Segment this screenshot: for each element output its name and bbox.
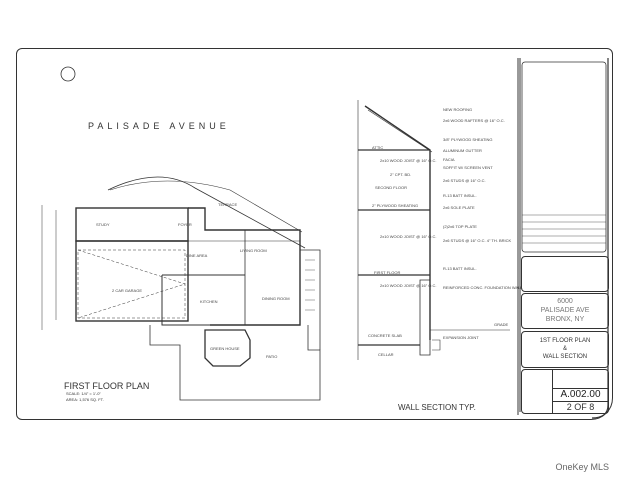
note-studs-1: 2x6 STUDS @ 16" O.C.: [443, 178, 486, 183]
room-label-foyer: FOYER: [178, 222, 192, 227]
note-joist-1: 2x10 WOOD JOIST @ 16" O.C.: [380, 158, 437, 163]
note-second-floor: SECOND FLOOR: [375, 185, 408, 190]
room-label-dine-area: DINE AREA: [186, 253, 208, 258]
room-label-terrace: TERRACE: [218, 202, 238, 207]
note-rafters: 2x6 WOOD RAFTERS @ 16" O.C.: [443, 118, 505, 123]
note-roofing: NEW ROOFING: [443, 107, 473, 112]
address-line-1: 6000: [557, 298, 573, 305]
note-soffit: SOFFIT W/ SCREEN VENT: [443, 165, 493, 170]
note-gutter: ALUMINUM GUTTER: [443, 148, 482, 153]
note-expansion: EXPANSION JOINT: [443, 335, 479, 340]
note-cellar: CELLAR: [378, 352, 394, 357]
sheet-title-line-1: 1ST FLOOR PLAN: [539, 338, 591, 344]
note-joist-3: 2x10 WOOD JOIST @ 16" O.C.: [380, 283, 437, 288]
floor-plan-title: FIRST FLOOR PLAN: [64, 381, 150, 391]
note-plywood: 2" PLYWOOD SHEATING: [372, 203, 419, 208]
note-top-plate: (2)2x6 TOP PLATE: [443, 224, 477, 229]
note-insul-2: R-13 BATT INSUL.: [443, 266, 477, 271]
note-insul-1: R-13 BATT INSUL.: [443, 193, 477, 198]
north-arrow-icon: [60, 66, 76, 82]
floor-plan-area: AREA: 1,576 SQ. FT.: [66, 397, 104, 402]
note-facia: FACIA: [443, 157, 455, 162]
floor-plan-drawing: [41, 176, 321, 401]
title-block-firm: [521, 256, 609, 292]
wall-section-title: WALL SECTION TYP.: [398, 403, 476, 412]
note-joist-2: 2x10 WOOD JOIST @ 16" O.C.: [380, 234, 437, 239]
note-foundation: REINFORCED CONC. FOUNDATION WALL: [443, 285, 523, 290]
title-block-drawing-info: A.002.00 2 OF 8: [521, 369, 609, 414]
wall-section-drawing: [357, 100, 510, 360]
note-first-floor: FIRST FLOOR: [374, 270, 401, 275]
sheet-title-line-3: WALL SECTION: [542, 354, 588, 360]
street-name: PALISADE AVENUE: [88, 121, 230, 131]
title-block-address: 6000 PALISADE AVE BRONX, NY: [521, 293, 609, 329]
room-label-patio: PATIO: [266, 354, 278, 359]
note-attic: ATTIC: [372, 145, 384, 150]
room-label-kitchen: KITCHEN: [200, 299, 218, 304]
room-label-living-room: LIVING ROOM: [240, 248, 267, 253]
note-sole-plate: 2x6 SOLE PLATE: [443, 205, 475, 210]
drawing-number: A.002.00: [560, 389, 601, 400]
sheet-count: 2 OF 8: [566, 402, 595, 412]
note-grade: GRADE: [494, 322, 509, 327]
note-cpt-bd: 2" CPT. BD.: [390, 172, 412, 177]
note-studs-brick: 2x6 STUDS @ 16" O.C. 4" TH. BRICK: [443, 238, 512, 243]
sheet-title-line-2: &: [562, 346, 567, 352]
room-label-green-house: GREEN HOUSE: [210, 346, 240, 351]
floor-plan-scale: SCALE: 1/4" = 1'-0": [66, 391, 101, 396]
room-label-dining-room: DINING ROOM: [262, 296, 290, 301]
note-sheating: 3/8" PLYWOOD SHEATING: [443, 137, 493, 142]
note-concrete-slab: CONCRETE SLAB: [368, 333, 402, 338]
room-label-garage: 2 CAR GARAGE: [112, 288, 143, 293]
watermark: OneKey MLS: [555, 462, 609, 472]
address-line-2: PALISADE AVE: [540, 307, 590, 314]
address-line-3: BRONX, NY: [545, 316, 585, 323]
title-block-sheet-title: 1ST FLOOR PLAN & WALL SECTION: [521, 331, 609, 368]
drawing-sheet-border: [16, 48, 613, 420]
room-label-study: STUDY: [96, 222, 110, 227]
